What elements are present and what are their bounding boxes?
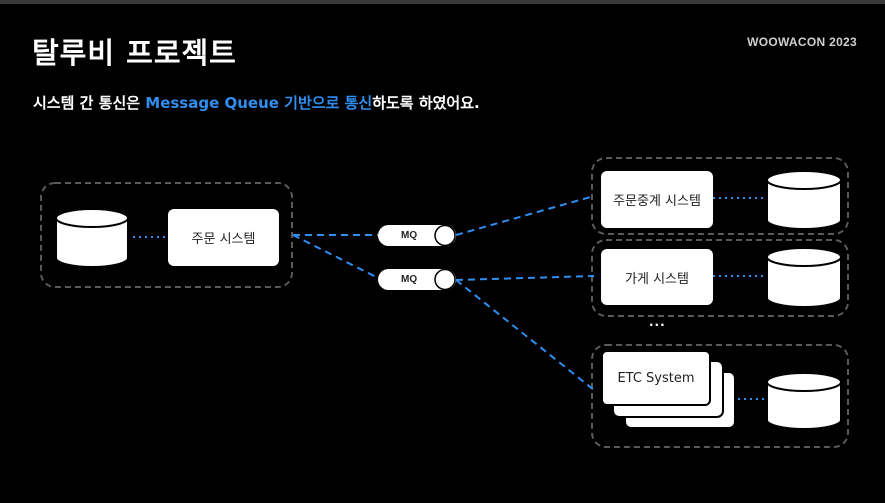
order-system-box: 주문 시스템 — [168, 209, 279, 266]
mq-label-1: MQ — [401, 230, 418, 241]
relay-database-icon — [766, 170, 842, 230]
store-database-icon — [766, 247, 842, 308]
mq-label-2: MQ — [401, 274, 418, 285]
store-group-container — [591, 239, 849, 317]
mq2-to-etc-connector — [455, 279, 595, 391]
mq2-to-store-connector — [455, 275, 595, 281]
subtitle-prefix: 시스템 간 통신은 — [33, 94, 146, 112]
slide-subtitle: 시스템 간 통신은 Message Queue 기반으로 통신하도록 하였어요. — [33, 92, 480, 113]
relay-group-container — [591, 157, 849, 235]
mq-pill-2 — [378, 268, 456, 291]
mq-pill-1 — [378, 224, 456, 247]
subtitle-suffix: 하도록 하였어요. — [372, 94, 480, 112]
etc-system-box: ETC System — [601, 350, 711, 406]
store-system-box: 가게 시스템 — [601, 249, 713, 305]
mq1-to-relay-connector — [455, 195, 595, 236]
order-group-container — [40, 182, 293, 288]
etc-group-container — [591, 344, 849, 448]
top-bar — [0, 0, 885, 4]
etc-database-icon — [766, 372, 842, 430]
slide-title: 탈루비 프로젝트 — [32, 36, 237, 70]
relay-system-box: 주문중계 시스템 — [601, 171, 713, 228]
order-database-icon — [55, 208, 129, 268]
order-to-mq2-connector — [292, 234, 379, 279]
subtitle-highlight: Message Queue 기반으로 통신 — [145, 94, 373, 112]
brand-label: WOOWACON 2023 — [747, 35, 857, 49]
more-systems-ellipsis: ... — [649, 315, 666, 329]
